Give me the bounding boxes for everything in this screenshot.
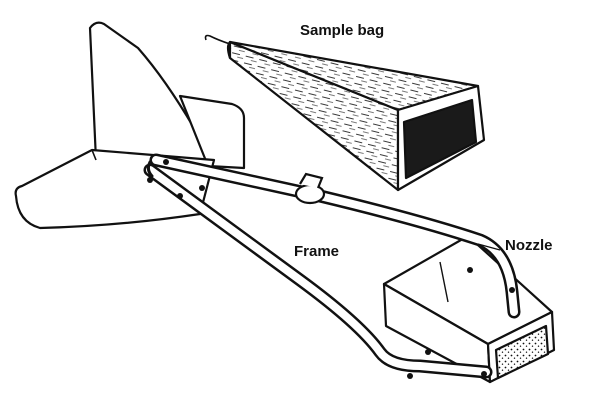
nozzle-label: Nozzle: [505, 237, 553, 254]
sample-bag-label: Sample bag: [300, 22, 385, 39]
frame: [143, 153, 521, 379]
tail-fin: [14, 21, 246, 230]
sample-bag: [204, 34, 486, 192]
frame-clamp: [294, 172, 326, 205]
frame-label: Frame: [294, 243, 340, 260]
nozzle-leader: [477, 243, 501, 251]
bolts: [147, 159, 515, 379]
